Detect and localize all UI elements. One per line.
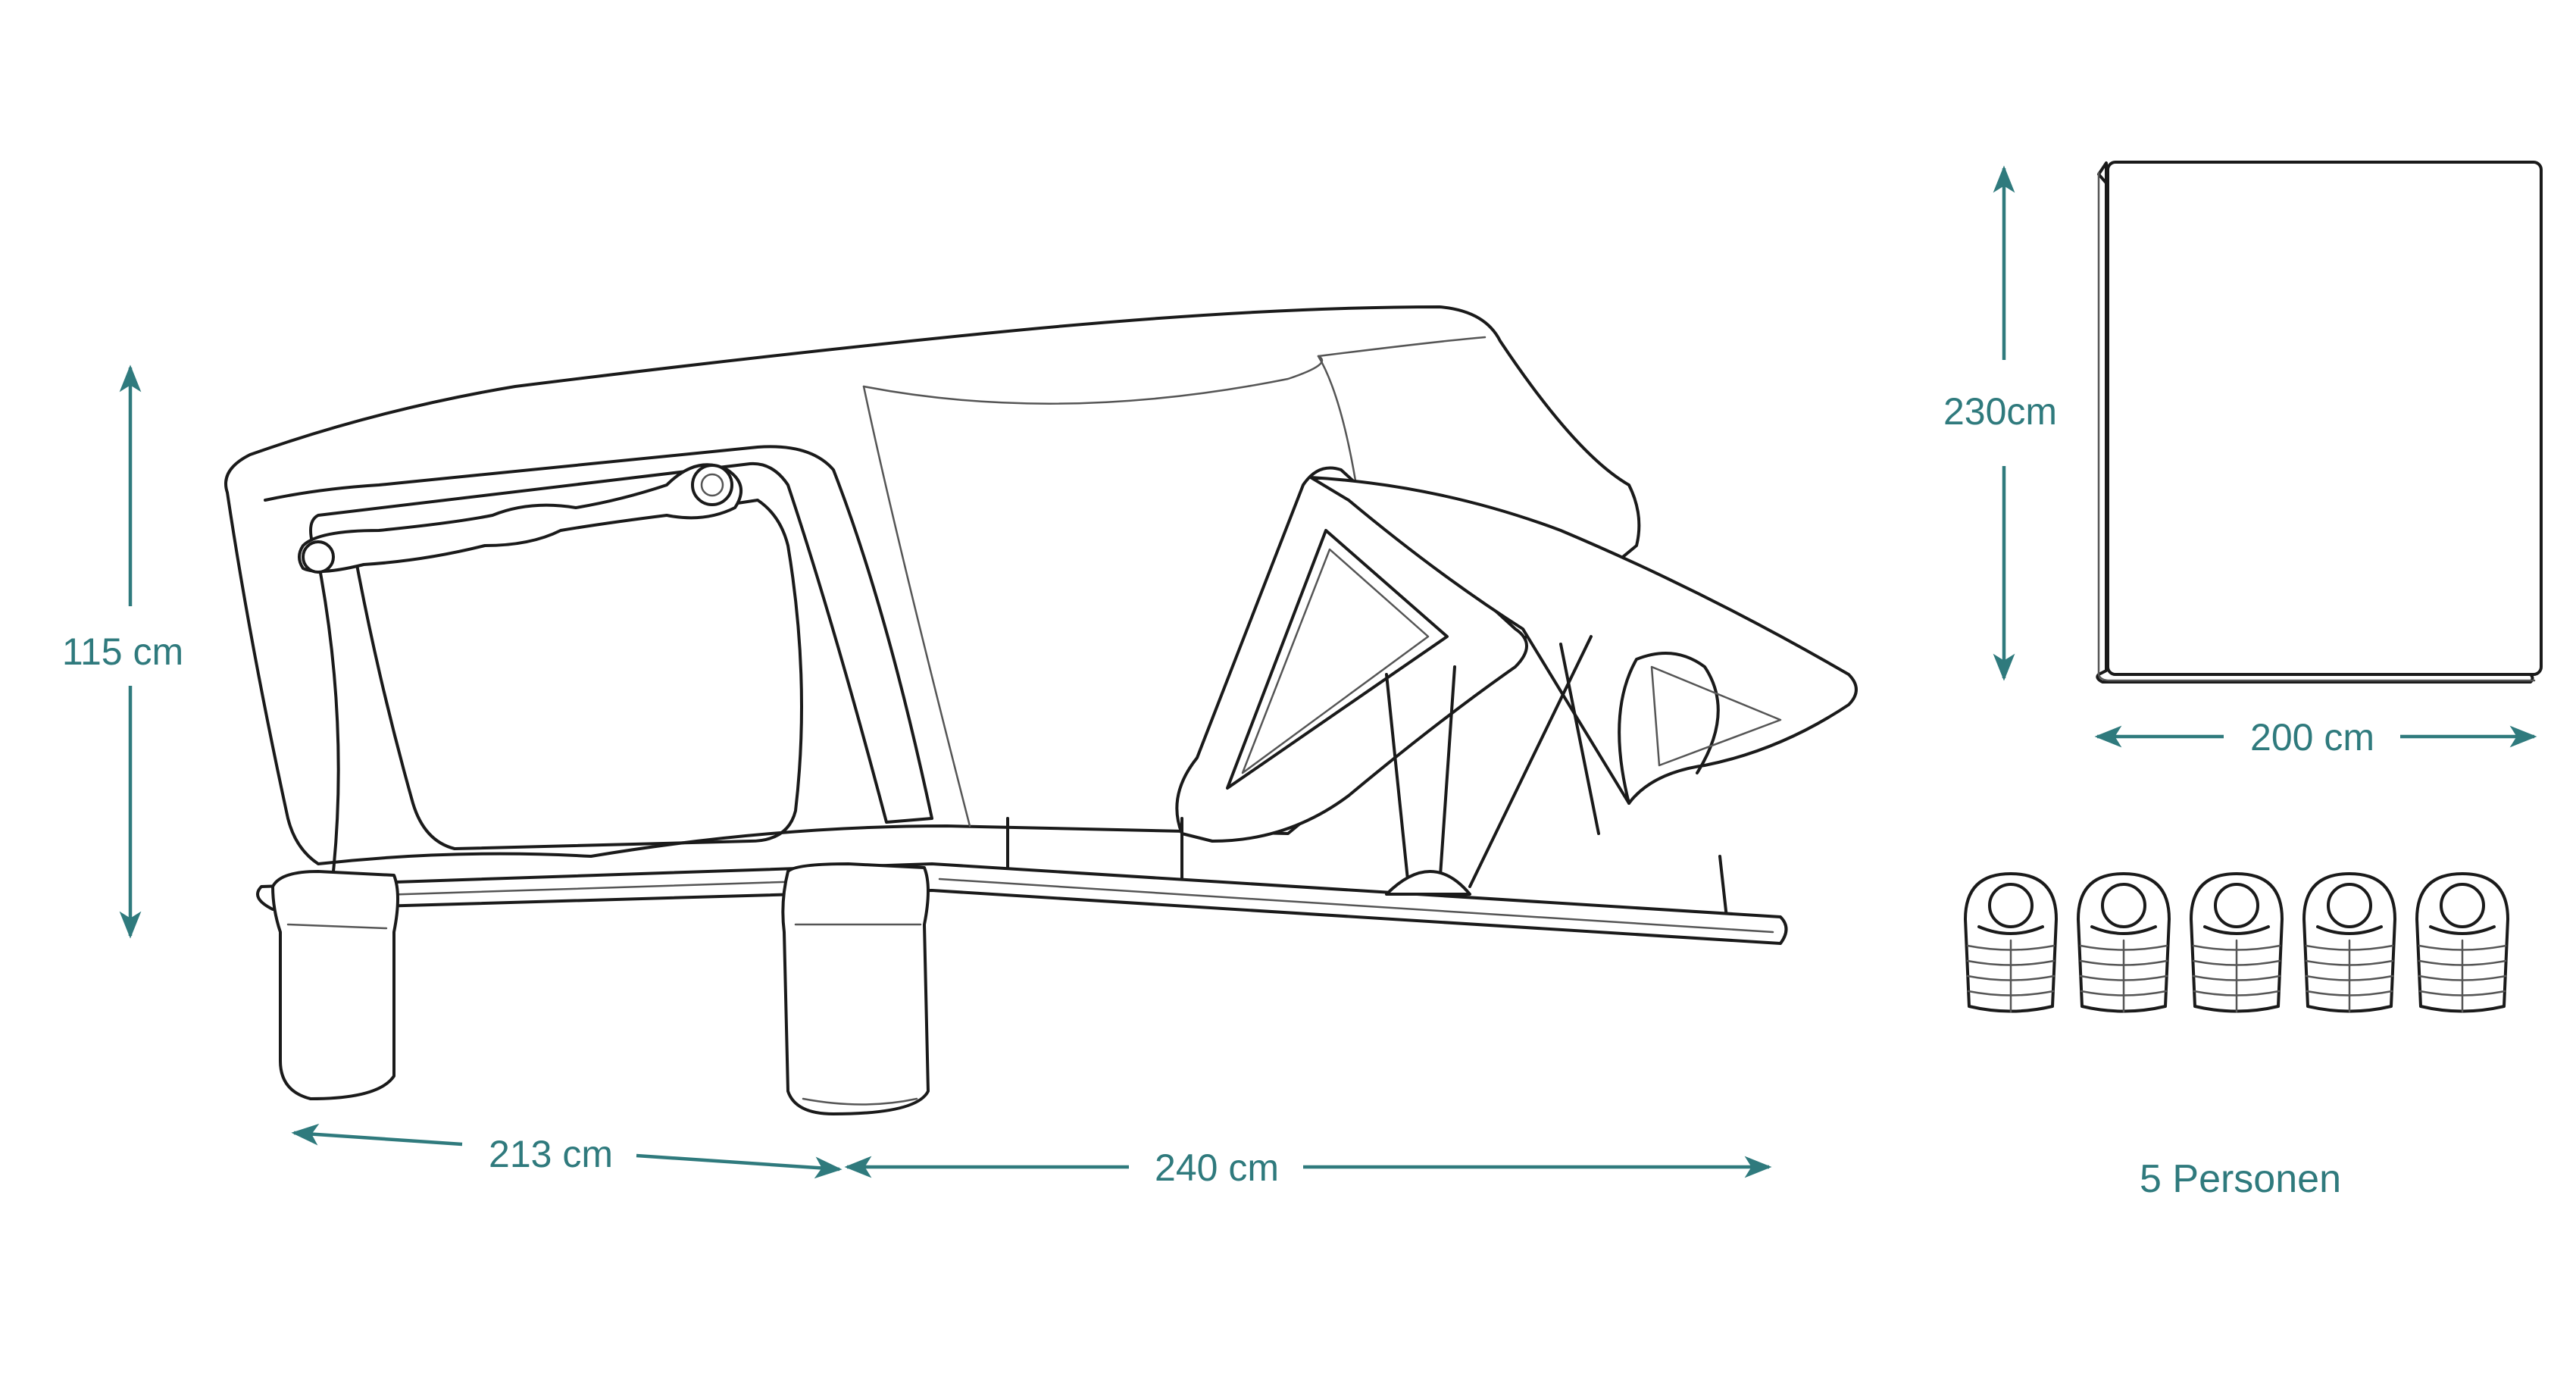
- mattress-width-label: 200 cm: [2250, 716, 2374, 759]
- sleeping-bag-person-icon: [2302, 872, 2396, 1013]
- mattress-width-dimension: 200 cm: [2094, 716, 2537, 759]
- persons-group: [1964, 872, 2509, 1013]
- mattress-outline: [2096, 161, 2543, 684]
- extension-length-label: 240 cm: [1155, 1147, 1279, 1189]
- extension-length-dimension: 240 cm: [844, 1147, 1772, 1189]
- sleeping-bag-person-icon: [2415, 872, 2509, 1013]
- base-length-arrow-right: [636, 1153, 843, 1179]
- capacity-label: 5 Personen: [2140, 1157, 2341, 1201]
- base-length-dimension: 213 cm: [291, 1123, 843, 1179]
- mattress-length-label: 230cm: [1943, 390, 2057, 433]
- sleeping-bag-person-icon: [1964, 872, 2058, 1013]
- sleeping-bag-person-icon: [2077, 872, 2171, 1013]
- height-label: 115 cm: [62, 630, 183, 673]
- base-length-label: 213 cm: [489, 1133, 613, 1175]
- base-length-arrow-left: [291, 1123, 463, 1147]
- sleeping-bag-person-icon: [2190, 872, 2284, 1013]
- height-dimension: 115 cm: [62, 364, 183, 939]
- mattress-rect: [2106, 161, 2543, 676]
- mattress-length-dimension: 230cm: [1943, 165, 2057, 681]
- tent-illustration: [224, 305, 1858, 1115]
